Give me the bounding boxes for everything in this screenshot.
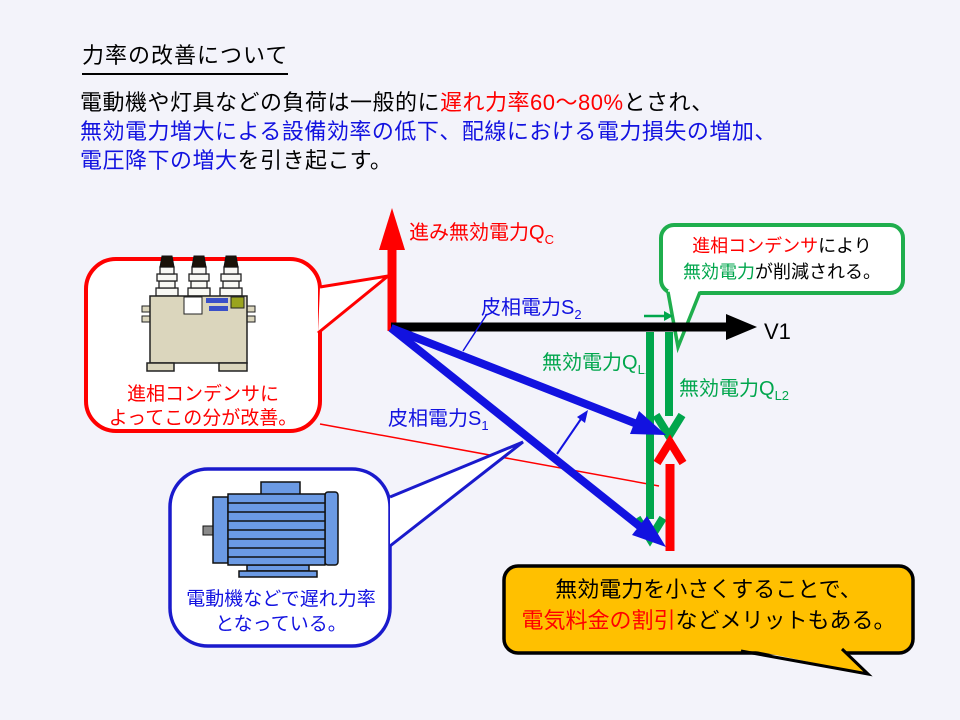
capacitor-illustration xyxy=(141,255,256,372)
label-s1: 皮相電力S1 xyxy=(388,408,489,433)
s2-label-leader-line xyxy=(462,313,488,352)
capacitor-callout-text: 進相コンデンサに よってこの分が改善。 xyxy=(108,384,298,429)
intro-line-1: 電動機や灯具などの負荷は一般的に遅れ力率60～80%とされ、 xyxy=(80,90,714,115)
intro-line-3: 電圧降下の増大を引き起こす。 xyxy=(80,148,393,173)
reduction-callout-bubble xyxy=(659,223,905,354)
capacitor-bushings xyxy=(155,255,243,297)
vector-s1-arrow xyxy=(388,324,666,547)
merit-callout-bubble xyxy=(502,564,915,677)
vector-ql2-arrow xyxy=(652,332,686,444)
vector-qc-reduction-arrow xyxy=(653,434,687,551)
vector-s2-arrow xyxy=(389,324,666,435)
intro-line-2: 無効電力増大による設備効率の低下、配線における電力損失の増加、 xyxy=(80,119,777,144)
vector-v1-axis xyxy=(391,314,757,340)
small-green-right-arrow xyxy=(644,311,673,321)
label-ql1: 無効電力QL1 xyxy=(542,352,653,377)
label-qc: 進み無効電力QC xyxy=(409,222,554,247)
vector-qc-arrow xyxy=(379,208,405,331)
merit-callout-text: 無効電力を小さくすることで、 電気料金の割引などメリットもある。 xyxy=(521,577,896,633)
label-s2: 皮相電力S2 xyxy=(481,297,582,322)
page-title: 力率の改善について xyxy=(82,38,289,75)
motor-callout-text: 電動機などで遅れ力率 となっている。 xyxy=(186,589,376,635)
reduction-callout-text: 進相コンデンサにより 無効電力が削減される。 xyxy=(683,236,881,282)
label-v1: V1 xyxy=(764,319,791,344)
improvement-thin-blue-arrow xyxy=(556,410,588,455)
label-ql2: 無効電力QL2 xyxy=(679,378,790,403)
motor-fins xyxy=(228,502,325,558)
motor-illustration xyxy=(202,481,339,578)
intro-paragraph: 電動機や灯具などの負荷は一般的に遅れ力率60～80%とされ、 無効電力増大による… xyxy=(80,88,777,175)
